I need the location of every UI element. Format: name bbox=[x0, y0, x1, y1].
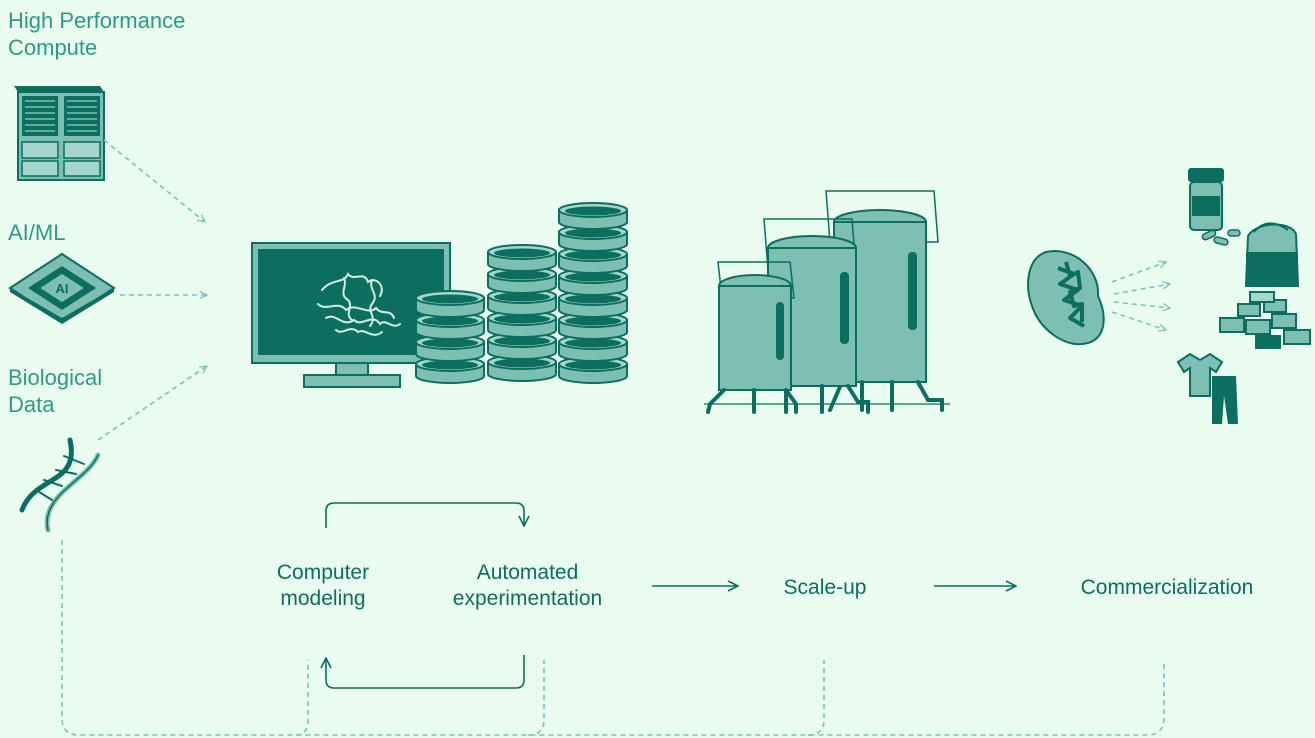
aiml-label: AI/ML bbox=[8, 220, 66, 245]
bioreactor-tanks-icon bbox=[704, 190, 950, 414]
server-rack-icon bbox=[14, 86, 105, 181]
pill-bottle-icon bbox=[1188, 168, 1241, 246]
microbe-icon bbox=[1027, 250, 1105, 346]
dna-helix-icon bbox=[19, 437, 101, 533]
commercialization-label: Commercialization bbox=[1080, 576, 1254, 599]
svg-text:AI: AI bbox=[56, 281, 69, 296]
powder-sack-icon bbox=[1244, 222, 1300, 287]
clothing-icon bbox=[1176, 352, 1238, 424]
petri-dish-stack-icon bbox=[415, 202, 628, 384]
ai-chip-icon: AI bbox=[8, 252, 116, 324]
brick-pile-icon bbox=[1219, 291, 1311, 349]
scale-up-label: Scale-up bbox=[783, 576, 867, 599]
